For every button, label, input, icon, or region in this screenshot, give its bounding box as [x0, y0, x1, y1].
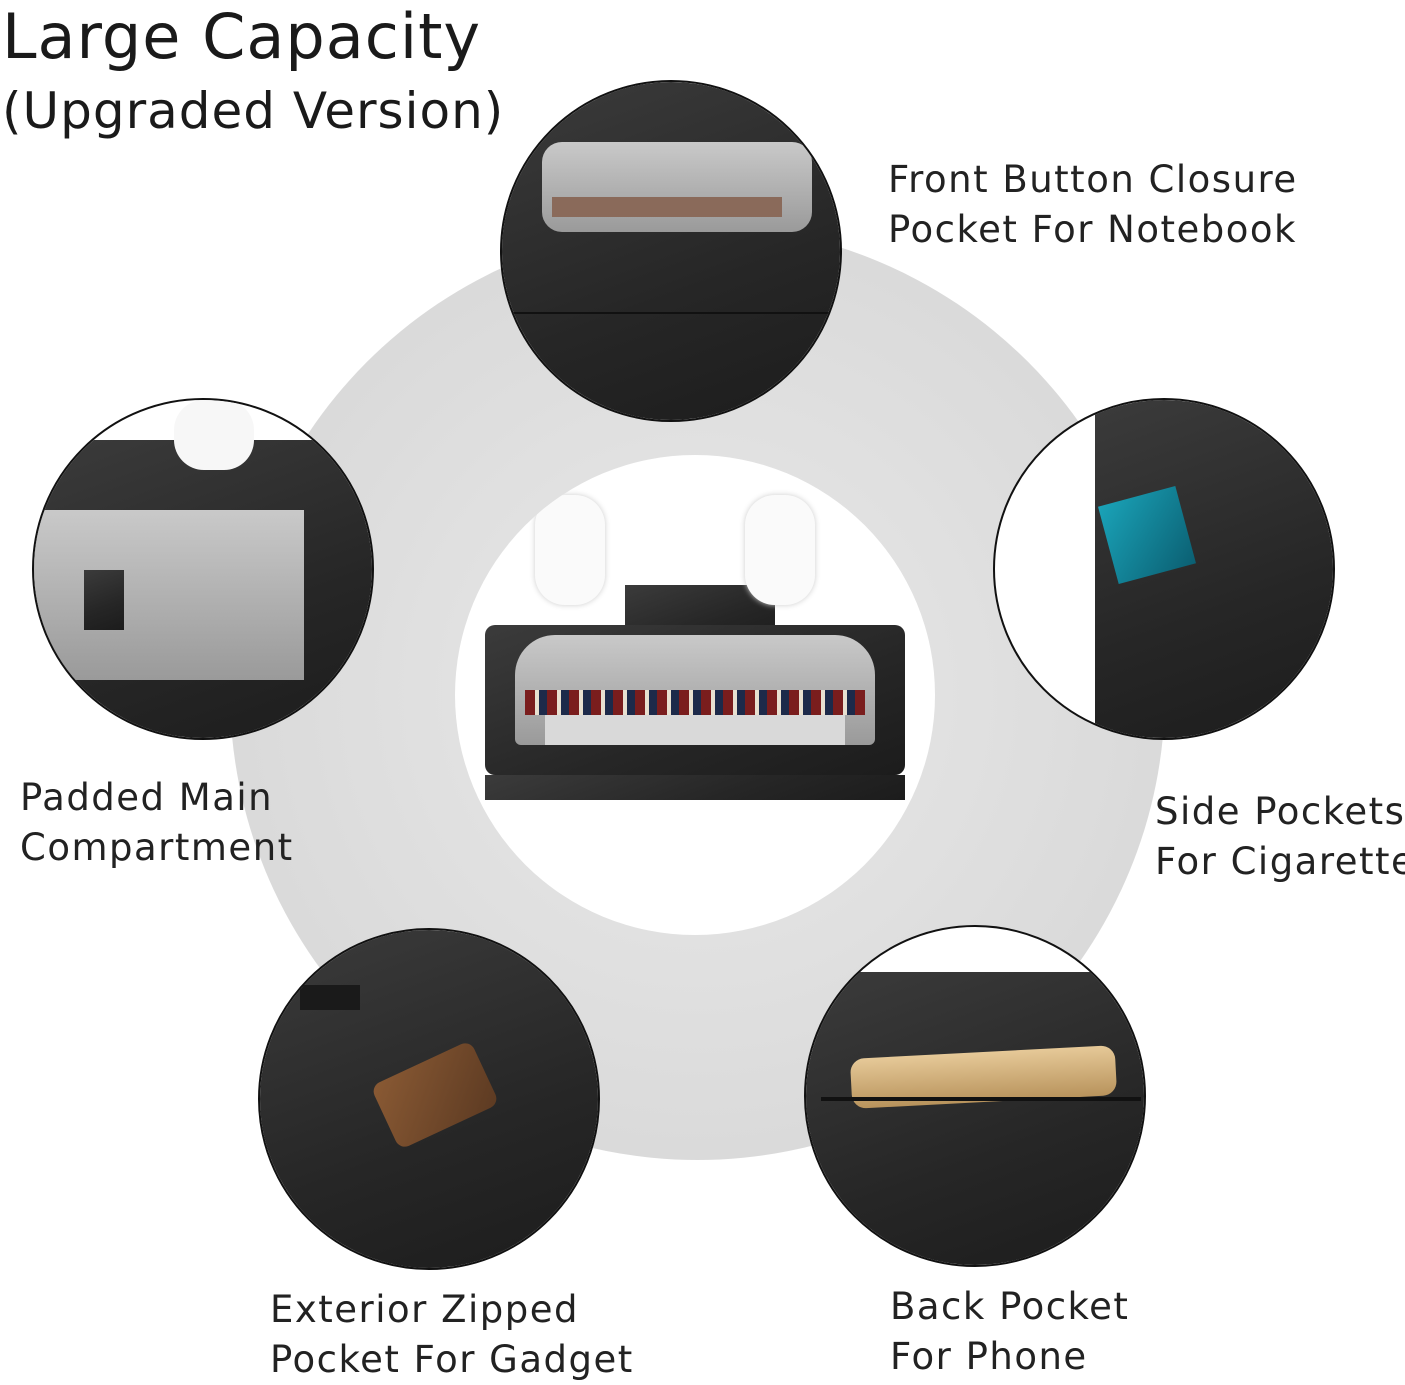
feature-line: Pocket For Notebook [888, 208, 1297, 251]
feature-label-exterior-pocket: Exterior Zipped Pocket For Gadget [270, 1285, 634, 1385]
feature-label-side-pocket: Side Pockets For Cigarette [1155, 787, 1405, 887]
title-line-1: Large Capacity [2, 0, 482, 73]
feature-line: Compartment [20, 826, 294, 869]
feature-line: Padded Main [20, 776, 274, 819]
side-pocket-photo [993, 398, 1335, 740]
front-pocket-photo [500, 80, 842, 422]
feature-line: Exterior Zipped [270, 1288, 579, 1331]
feature-label-front-pocket: Front Button Closure Pocket For Notebook [888, 155, 1298, 255]
center-bag-photo [455, 455, 935, 935]
feature-line: Front Button Closure [888, 158, 1298, 201]
feature-line: Side Pockets [1155, 790, 1405, 833]
title-line-2: (Upgraded Version) [2, 82, 505, 140]
feature-line: For Phone [890, 1335, 1088, 1378]
exterior-pocket-photo [258, 928, 600, 1270]
feature-line: For Cigarette [1155, 840, 1405, 883]
feature-label-back-pocket: Back Pocket For Phone [890, 1282, 1129, 1382]
back-pocket-photo [804, 925, 1146, 1267]
main-compartment-photo [32, 398, 374, 740]
feature-line: Pocket For Gadget [270, 1338, 634, 1381]
feature-line: Back Pocket [890, 1285, 1130, 1328]
feature-label-main-compartment: Padded Main Compartment [20, 773, 294, 873]
